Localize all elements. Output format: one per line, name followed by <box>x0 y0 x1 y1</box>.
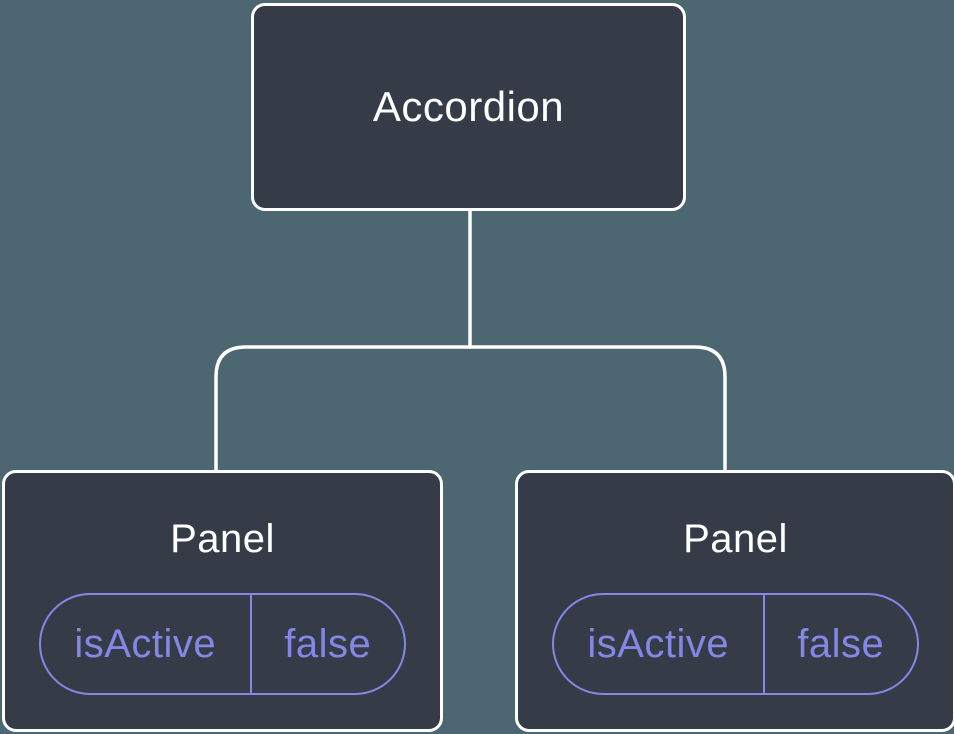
accordion-node: Accordion <box>251 3 686 211</box>
state-pill: isActive false <box>552 593 919 695</box>
panel-node-label: Panel <box>170 517 275 561</box>
state-key: isActive <box>554 595 765 693</box>
accordion-node-label: Accordion <box>372 83 565 130</box>
state-value: false <box>797 621 885 666</box>
panel-node-label: Panel <box>683 517 788 561</box>
state-pill: isActive false <box>39 593 406 695</box>
state-key: isActive <box>41 595 252 693</box>
panel-node-left: Panel isActive false <box>2 470 443 732</box>
state-value: false <box>284 621 372 666</box>
connector-branch-bracket <box>214 345 727 473</box>
panel-node-right: Panel isActive false <box>515 470 954 732</box>
